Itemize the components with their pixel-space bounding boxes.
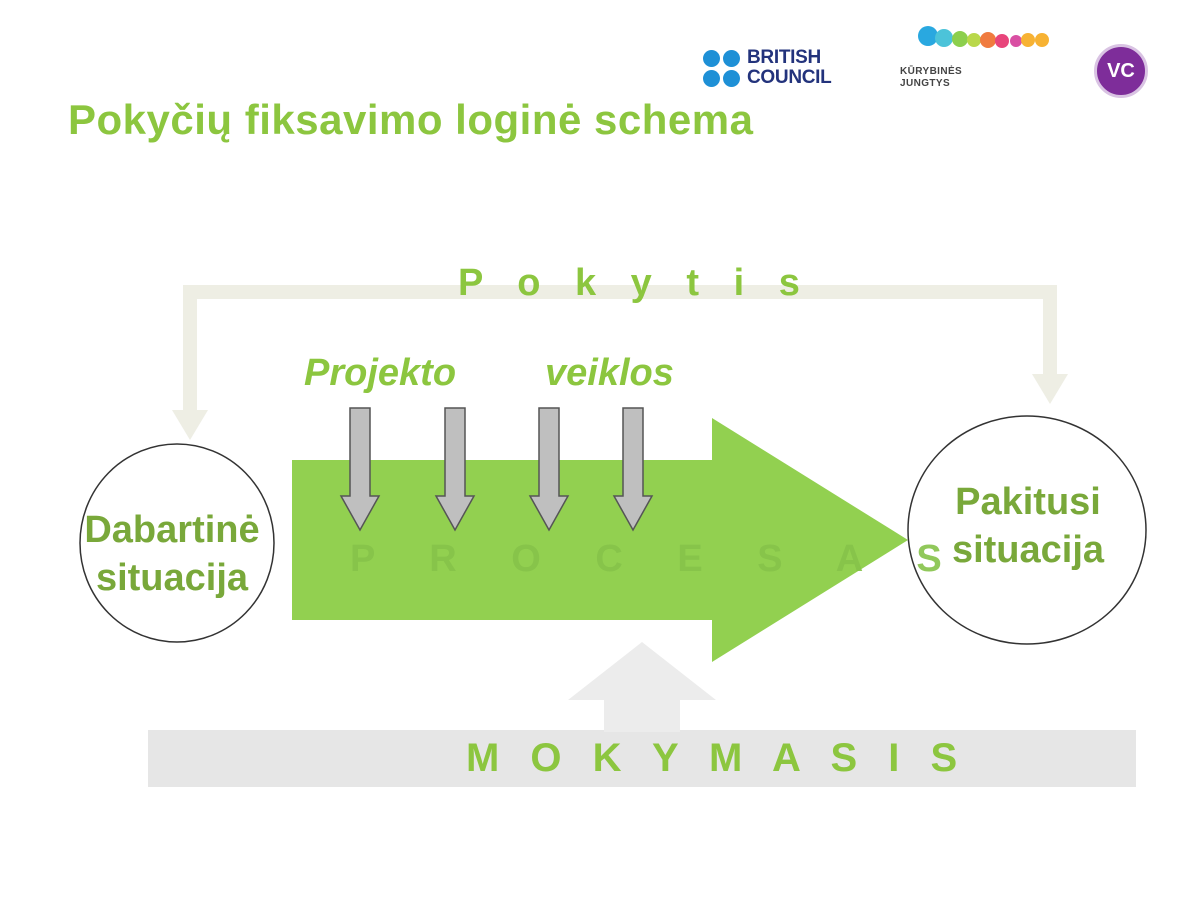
change-connector-left-arrowhead: [172, 410, 208, 440]
current-state-circle: [79, 443, 275, 643]
learning-up-arrow: [568, 642, 716, 732]
british-council-dots-icon: [703, 50, 743, 90]
british-council-logo: BRITISH COUNCIL: [703, 48, 853, 92]
change-connector-right-arrowhead: [1032, 374, 1068, 404]
page-title: Pokyčių fiksavimo loginė schema: [68, 96, 754, 143]
kurybines-jungtys-logo: KŪRYBINĖS JUNGTYS: [900, 24, 1060, 94]
activity-arrow-4: [612, 407, 654, 532]
change-connector-arrow: [183, 285, 1057, 414]
color-swoosh-icon: [918, 26, 1049, 48]
learning-bar: [148, 730, 1136, 787]
activities-label-word2: veiklos: [545, 352, 674, 394]
activity-arrow-3: [528, 407, 570, 532]
change-label: P o k y t i s: [458, 262, 812, 304]
learning-label: M O K Y M A S I S: [466, 736, 968, 780]
vc-logo: VC: [1094, 44, 1148, 98]
kurybines-jungtys-text: KŪRYBINĖS JUNGTYS: [900, 66, 963, 89]
current-state-label: Dabartinė situacija: [84, 509, 260, 599]
changed-state-label: Pakitusi situacija: [951, 481, 1105, 571]
changed-state-circle: [907, 415, 1147, 645]
process-label: P R O C E S A S: [350, 538, 964, 580]
activity-arrow-1: [339, 407, 381, 532]
activity-arrow-2: [434, 407, 476, 532]
activities-label-word1: Projekto: [304, 352, 457, 394]
british-council-text: BRITISH COUNCIL: [747, 47, 832, 88]
activity-arrows: [339, 407, 654, 532]
